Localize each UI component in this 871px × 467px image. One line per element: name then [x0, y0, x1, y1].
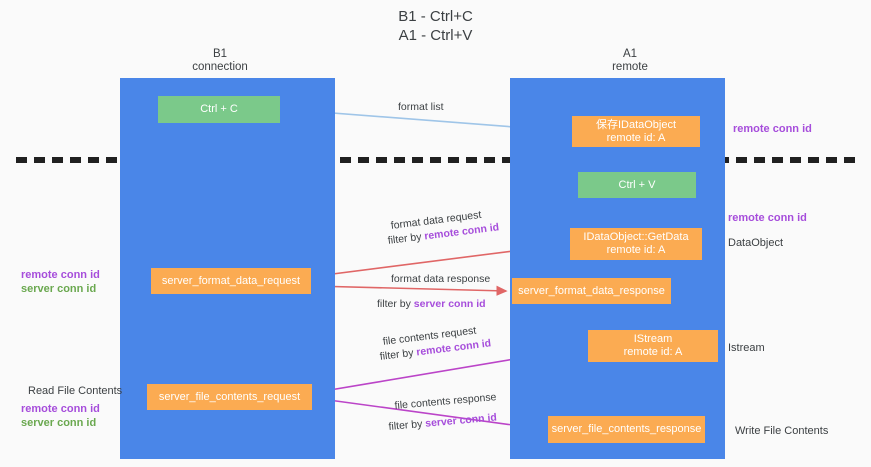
connector-label-filter-by-server-conn-id-1: filter by server conn id: [377, 297, 486, 312]
node-server-file-contents-request[interactable]: server_file_contents_request: [147, 384, 312, 410]
annotation-remote-conn-id-mid: remote conn id: [728, 212, 807, 224]
node-ctrl-v[interactable]: Ctrl + V: [578, 172, 696, 198]
node-save-idataobject[interactable]: 保存IDataObject remote id: A: [572, 116, 700, 147]
node-idataobject-getdata-sub: remote id: A: [606, 244, 666, 256]
node-ctrl-v-label: Ctrl + V: [618, 178, 656, 191]
node-ctrl-c-label: Ctrl + C: [200, 103, 238, 115]
annotation-write-file-contents: Write File Contents: [735, 425, 829, 437]
node-server-file-contents-response[interactable]: server_file_contents_response: [548, 416, 705, 443]
column-header-b1: B1 connection: [192, 48, 248, 73]
connector-label-format-list: format list: [398, 101, 444, 113]
node-istream-label: IStream: [633, 333, 673, 345]
connector-format-data-response: [312, 285, 508, 296]
node-save-idataobject-label: 保存IDataObject: [595, 118, 677, 131]
node-server-file-contents-request-label: server_file_contents_request: [158, 390, 301, 403]
node-save-idataobject-sub: remote id: A: [606, 131, 666, 144]
annotation-left-server-conn-id-bottom: server conn id: [21, 417, 97, 429]
annotation-left-conn-ids-bottom: remote conn id server conn id: [21, 402, 100, 430]
filter-prefix-3: filter by: [379, 346, 418, 363]
annotation-left-server-conn-id-mid: server conn id: [21, 283, 97, 295]
node-idataobject-getdata[interactable]: IDataObject::GetData remote id: A: [570, 228, 702, 260]
node-istream-sub: remote id: A: [623, 346, 683, 358]
filter-prefix-1: filter by: [387, 230, 426, 247]
node-server-format-data-response[interactable]: server_format_data_response: [512, 278, 671, 304]
annotation-left-remote-conn-id-bottom: remote conn id: [21, 403, 100, 415]
node-server-file-contents-response-label: server_file_contents_response: [551, 423, 702, 435]
node-server-format-data-response-label: server_format_data_response: [518, 284, 665, 297]
annotation-read-file-contents: Read File Contents: [28, 385, 123, 397]
annotation-istream: Istream: [728, 342, 765, 354]
node-istream[interactable]: IStream remote id: A: [588, 330, 718, 362]
annotation-dataobject: DataObject: [728, 237, 784, 249]
filter-prefix-4: filter by: [388, 417, 426, 433]
node-idataobject-getdata-label: IDataObject::GetData: [583, 231, 689, 243]
filter-prefix-2: filter by: [377, 298, 414, 310]
node-server-format-data-request[interactable]: server_format_data_request: [151, 268, 311, 294]
column-header-a1: A1 remote: [612, 48, 648, 73]
connector-label-format-data-response: format data response: [391, 273, 491, 285]
annotation-left-remote-conn-id-mid: remote conn id: [21, 269, 100, 281]
node-ctrl-c[interactable]: Ctrl + C: [158, 96, 280, 123]
annotation-remote-conn-id-top: remote conn id: [733, 123, 812, 135]
connector-file-contents-response: [313, 397, 544, 433]
node-server-format-data-request-label: server_format_data_request: [161, 274, 301, 287]
annotation-left-conn-ids-mid: remote conn id server conn id: [21, 268, 100, 296]
page-title: B1 - Ctrl+C A1 - Ctrl+V: [398, 8, 473, 44]
server-conn-id-key-1: server conn id: [413, 298, 486, 310]
